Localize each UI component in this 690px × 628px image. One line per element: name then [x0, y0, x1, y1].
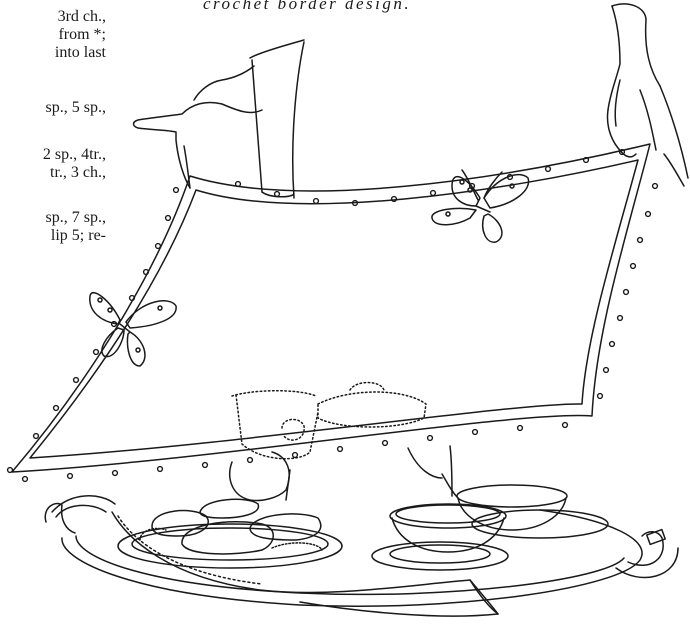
- crochet-border-picots: [8, 150, 658, 482]
- instruction-text-group-2: sp., 5 sp.,: [0, 99, 106, 117]
- instruction-line: from *;: [58, 26, 106, 43]
- dotted-teapot-outline: [232, 383, 426, 459]
- instruction-line: sp., 7 sp.,: [45, 209, 106, 226]
- teacups: [372, 485, 608, 570]
- instruction-line: lip 5; re-: [50, 227, 106, 244]
- butterfly-left: [90, 293, 176, 366]
- instruction-text-group-1: 3rd ch., from *; into last: [0, 8, 106, 62]
- instruction-text-group-4: sp., 7 sp., lip 5; re-: [0, 209, 106, 245]
- left-hand: [134, 40, 305, 198]
- instruction-line: sp., 5 sp.,: [45, 99, 106, 116]
- instruction-text-group-3: 2 sp., 4tr., tr., 3 ch.,: [0, 146, 106, 182]
- right-hand: [607, 4, 688, 186]
- illustration-caption: crochet border design.: [203, 0, 412, 13]
- instruction-line: into last: [54, 44, 106, 61]
- cake-plate: [118, 499, 342, 568]
- butterfly-top-right: [432, 170, 529, 242]
- teapot: [230, 448, 458, 501]
- tray-lower-edge: [286, 446, 452, 500]
- instruction-line: 3rd ch.,: [57, 8, 106, 25]
- serving-tray: [45, 496, 678, 606]
- instruction-line: tr., 3 ch.,: [50, 164, 106, 181]
- tray-cloth: [12, 144, 650, 472]
- instruction-line: 2 sp., 4tr.,: [42, 146, 106, 163]
